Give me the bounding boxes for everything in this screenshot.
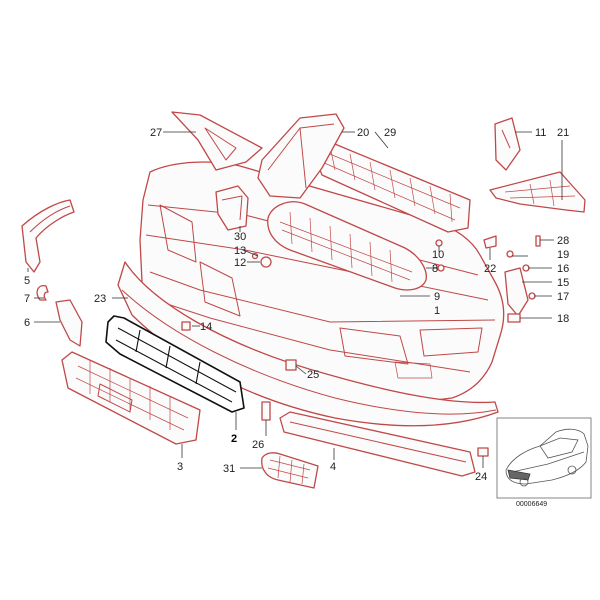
car-thumbnail-inset: [496, 417, 592, 499]
callout-22: 22: [484, 263, 496, 275]
leader-lines: [27, 131, 563, 469]
callout-29: 29: [384, 127, 396, 139]
callout-23: 23: [94, 293, 106, 305]
callout-6: 6: [24, 317, 30, 329]
callout-10: 10: [432, 249, 444, 261]
callout-1: 1: [434, 305, 440, 317]
callout-27: 27: [150, 127, 162, 139]
callout-14: 14: [200, 321, 212, 333]
callout-9: 9: [434, 291, 440, 303]
callout-16: 16: [557, 263, 569, 275]
bracket-30: [215, 185, 249, 231]
callout-17: 17: [557, 291, 569, 303]
callout-26: 26: [252, 439, 264, 451]
callout-25: 25: [307, 369, 319, 381]
clip-7: [36, 285, 49, 301]
callout-8: 8: [432, 263, 438, 275]
mount-21: [489, 171, 586, 213]
callout-28: 28: [557, 235, 569, 247]
callout-labels: 27 20 29 11 21 30 13 12 10 8 28 19 22 16…: [24, 127, 569, 483]
callout-24: 24: [475, 471, 487, 483]
grille-31: [261, 452, 319, 489]
callout-21: 21: [557, 127, 569, 139]
air-duct: [257, 113, 345, 199]
callout-31: 31: [223, 463, 235, 475]
callout-12: 12: [234, 257, 246, 269]
callout-30: 30: [234, 231, 246, 243]
kidney-grille: [267, 201, 427, 291]
corner-trim-5: [21, 199, 75, 273]
callout-4: 4: [330, 461, 336, 473]
callout-3: 3: [177, 461, 183, 473]
callout-13: 13: [234, 245, 246, 257]
bracket-27: [171, 111, 263, 171]
holder-6: [55, 299, 83, 347]
callout-20: 20: [357, 127, 369, 139]
callout-7: 7: [24, 293, 30, 305]
bracket-11: [494, 117, 521, 171]
callout-2: 2: [231, 433, 237, 445]
bracket-15: [504, 267, 529, 317]
callout-18: 18: [557, 313, 569, 325]
callout-11: 11: [535, 127, 546, 139]
fasteners: [181, 235, 541, 457]
impact-absorber-3: [61, 351, 201, 445]
callout-5: 5: [24, 275, 30, 287]
lower-strip-4: [279, 411, 476, 477]
callout-19: 19: [557, 249, 569, 261]
diagram-id: 00006649: [516, 501, 547, 508]
bumper-carrier-2: [105, 315, 245, 413]
callout-15: 15: [557, 277, 569, 289]
